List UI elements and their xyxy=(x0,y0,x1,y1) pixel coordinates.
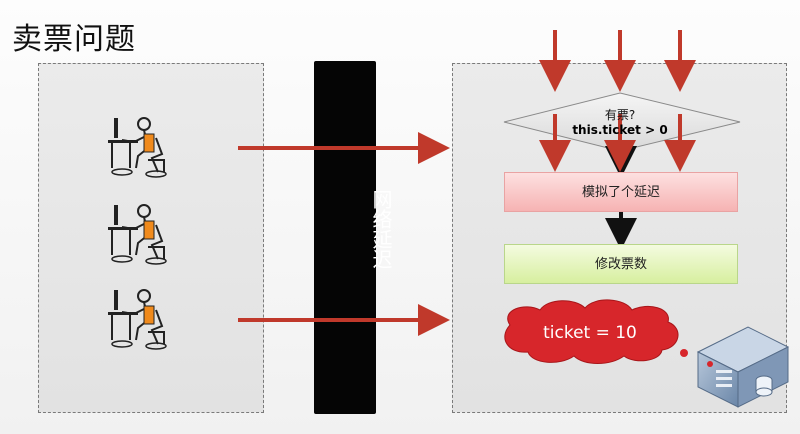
server-icon xyxy=(696,326,790,408)
user-at-computer-icon xyxy=(108,204,167,265)
network-latency-label: 网络延迟 xyxy=(369,189,393,269)
ticket-state-label: ticket = 10 xyxy=(543,323,637,343)
decision-question: 有票? xyxy=(604,108,636,122)
ticket-cloud xyxy=(504,299,679,364)
delay-step-box: 模拟了个延迟 xyxy=(504,172,738,212)
network-latency-bar: 网络延迟 xyxy=(314,61,393,414)
modify-tickets-box: 修改票数 xyxy=(504,244,738,284)
user-at-computer-icon xyxy=(108,289,167,350)
cloud-bubble xyxy=(680,349,688,357)
page-title: 卖票问题 xyxy=(12,22,136,57)
user-at-computer-icon xyxy=(108,117,167,178)
decision-condition: this.ticket > 0 xyxy=(572,123,668,137)
